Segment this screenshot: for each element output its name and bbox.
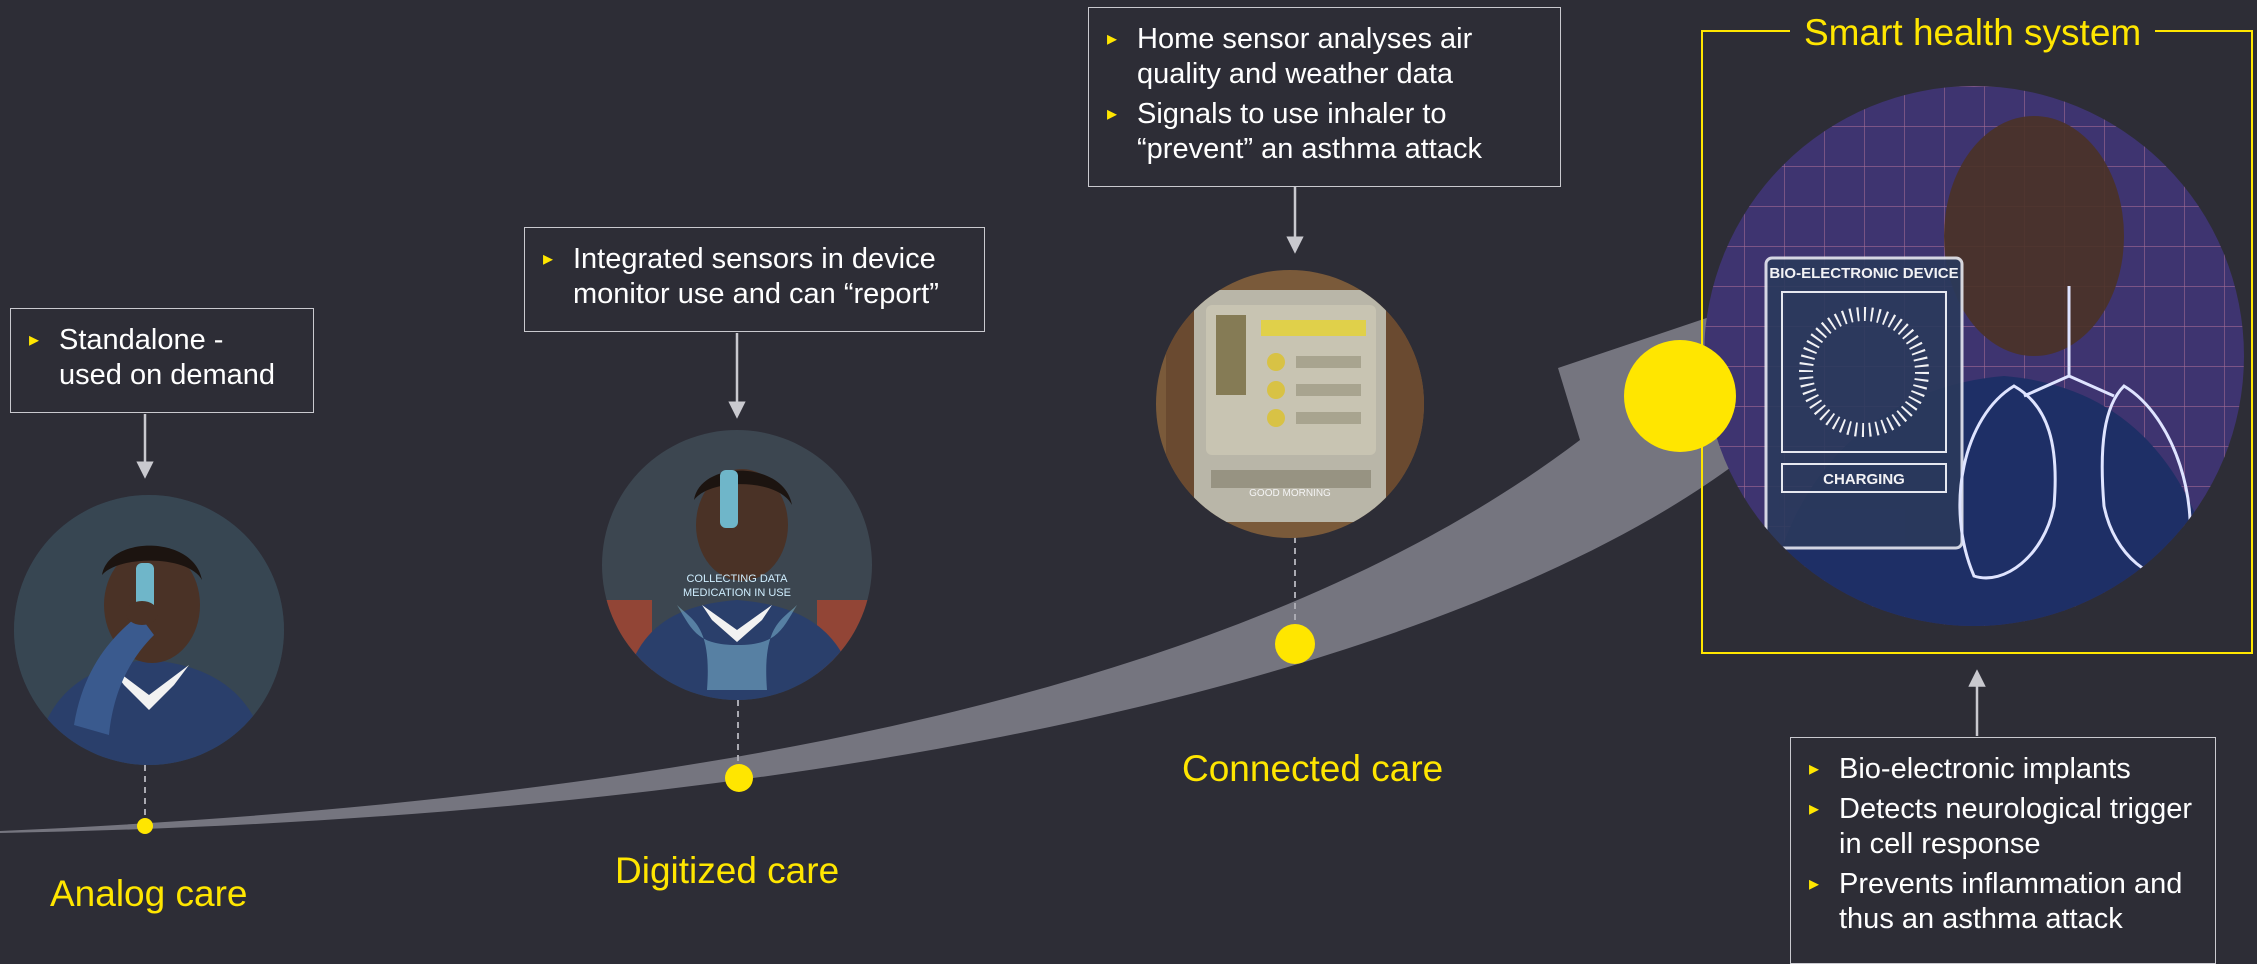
analog-callout: Standalone - used on demand [10, 308, 314, 413]
analog-bullet: Standalone - used on demand [27, 323, 297, 393]
smart-photo: BIO-ELECTRONIC DEVICE CHARGING [1704, 86, 2244, 626]
connected-dot [1275, 624, 1315, 664]
smart-callout: Bio-electronic implants Detects neurolog… [1790, 737, 2216, 964]
smart-image-text-1: BIO-ELECTRONIC DEVICE [1769, 265, 1958, 282]
digitized-photo: COLLECTING DATA MEDICATION IN USE [602, 430, 872, 700]
analog-label: Analog care [50, 873, 248, 914]
smart-title: Smart health system [1790, 12, 2156, 54]
smart-image-text-2: CHARGING [1823, 471, 1905, 488]
analog-photo [14, 495, 284, 765]
smart-bullet-3: Prevents inflammation and thus an asthma… [1807, 867, 2199, 937]
smart-dot [1624, 340, 1736, 452]
digitized-label: Digitized care [615, 850, 840, 891]
connected-label: Connected care [1182, 748, 1444, 789]
digitized-bullet: Integrated sensors in device monitor use… [541, 242, 968, 312]
progress-curve [0, 300, 1760, 833]
smart-bullet-1: Bio-electronic implants [1807, 752, 2199, 787]
analog-dot [137, 818, 153, 834]
digitized-image-text-1: COLLECTING DATA [686, 573, 788, 585]
smart-bullet-2: Detects neurological trigger in cell res… [1807, 792, 2199, 862]
digitized-image-text-2: MEDICATION IN USE [683, 587, 791, 599]
digitized-callout: Integrated sensors in device monitor use… [524, 227, 985, 332]
connected-callout: Home sensor analyses air quality and wea… [1088, 7, 1561, 187]
connected-bullet-2: Signals to use inhaler to “prevent” an a… [1105, 97, 1544, 167]
connected-image-text: GOOD MORNING [1249, 488, 1331, 499]
connected-bullet-1: Home sensor analyses air quality and wea… [1105, 22, 1544, 92]
connected-photo: GOOD MORNING [1156, 270, 1424, 538]
digitized-dot [725, 764, 753, 792]
